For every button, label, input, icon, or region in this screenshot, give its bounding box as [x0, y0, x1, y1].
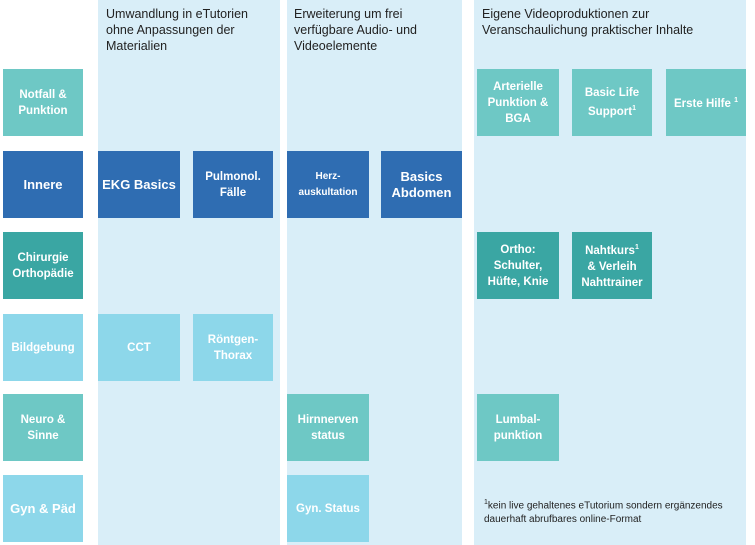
column-heading-2: Erweiterung um frei verfügbare Audio- un… — [294, 7, 418, 53]
footnote-marker: 1 — [634, 244, 639, 252]
tile-ekg-basics: EKG Basics — [98, 151, 180, 218]
tile-lumbalpunktion: Lumbal-punktion — [477, 394, 559, 461]
footnote-text: kein live gehaltenes eTutorium sondern e… — [484, 500, 723, 526]
footnote-marker: 1 — [734, 97, 738, 105]
column-background-1 — [98, 0, 280, 545]
tile-gyn-status: Gyn. Status — [287, 475, 369, 542]
tile-roentgen-thorax: Röntgen-Thorax — [193, 314, 273, 381]
row-label-chirurgie: Chirurgie Orthopädie — [3, 232, 83, 299]
row-label-notfall: Notfall & Punktion — [3, 69, 83, 136]
column-background-2 — [287, 0, 462, 545]
tile-hirnnerven-status: Hirnnerven status — [287, 394, 369, 461]
row-label-bildgebung: Bildgebung — [3, 314, 83, 381]
tile-basics-abdomen: Basics Abdomen — [381, 151, 462, 218]
tile-ortho: Ortho: Schulter, Hüfte, Knie — [477, 232, 559, 299]
row-label-innere: Innere — [3, 151, 83, 218]
row-label-neuro: Neuro & Sinne — [3, 394, 83, 461]
tile-basic-life-support: Basic Life Support1 — [572, 69, 652, 136]
column-heading-3: Eigene Videoproduktionen zur Veranschaul… — [482, 7, 694, 37]
tile-herz-auskultation: Herz-auskultation — [287, 151, 369, 218]
footnote-marker: 1 — [632, 105, 636, 113]
footnote-marker: 1 — [484, 499, 488, 506]
tile-nahtkurs-label-2: & Verleih Nahttrainer — [581, 260, 643, 289]
tile-pulmonol-faelle: Pulmonol. Fälle — [193, 151, 273, 218]
tile-nahtkurs: Nahtkurs1 & Verleih Nahttrainer — [572, 232, 652, 299]
tile-erste-hilfe: Erste Hilfe 1 — [666, 69, 746, 136]
tile-nahtkurs-label: Nahtkurs — [585, 244, 635, 257]
tile-cct: CCT — [98, 314, 180, 381]
tile-arterielle-punktion: Arterielle Punktion & BGA — [477, 69, 559, 136]
tile-erste-hilfe-label: Erste Hilfe — [674, 97, 731, 110]
tile-basic-life-support-label: Basic Life Support — [584, 87, 640, 118]
footnote: 1kein live gehaltenes eTutorium sondern … — [484, 496, 729, 527]
row-label-gyn: Gyn & Päd — [3, 475, 83, 542]
column-heading-1: Umwandlung in eTutorien ohne Anpassungen… — [106, 7, 248, 53]
